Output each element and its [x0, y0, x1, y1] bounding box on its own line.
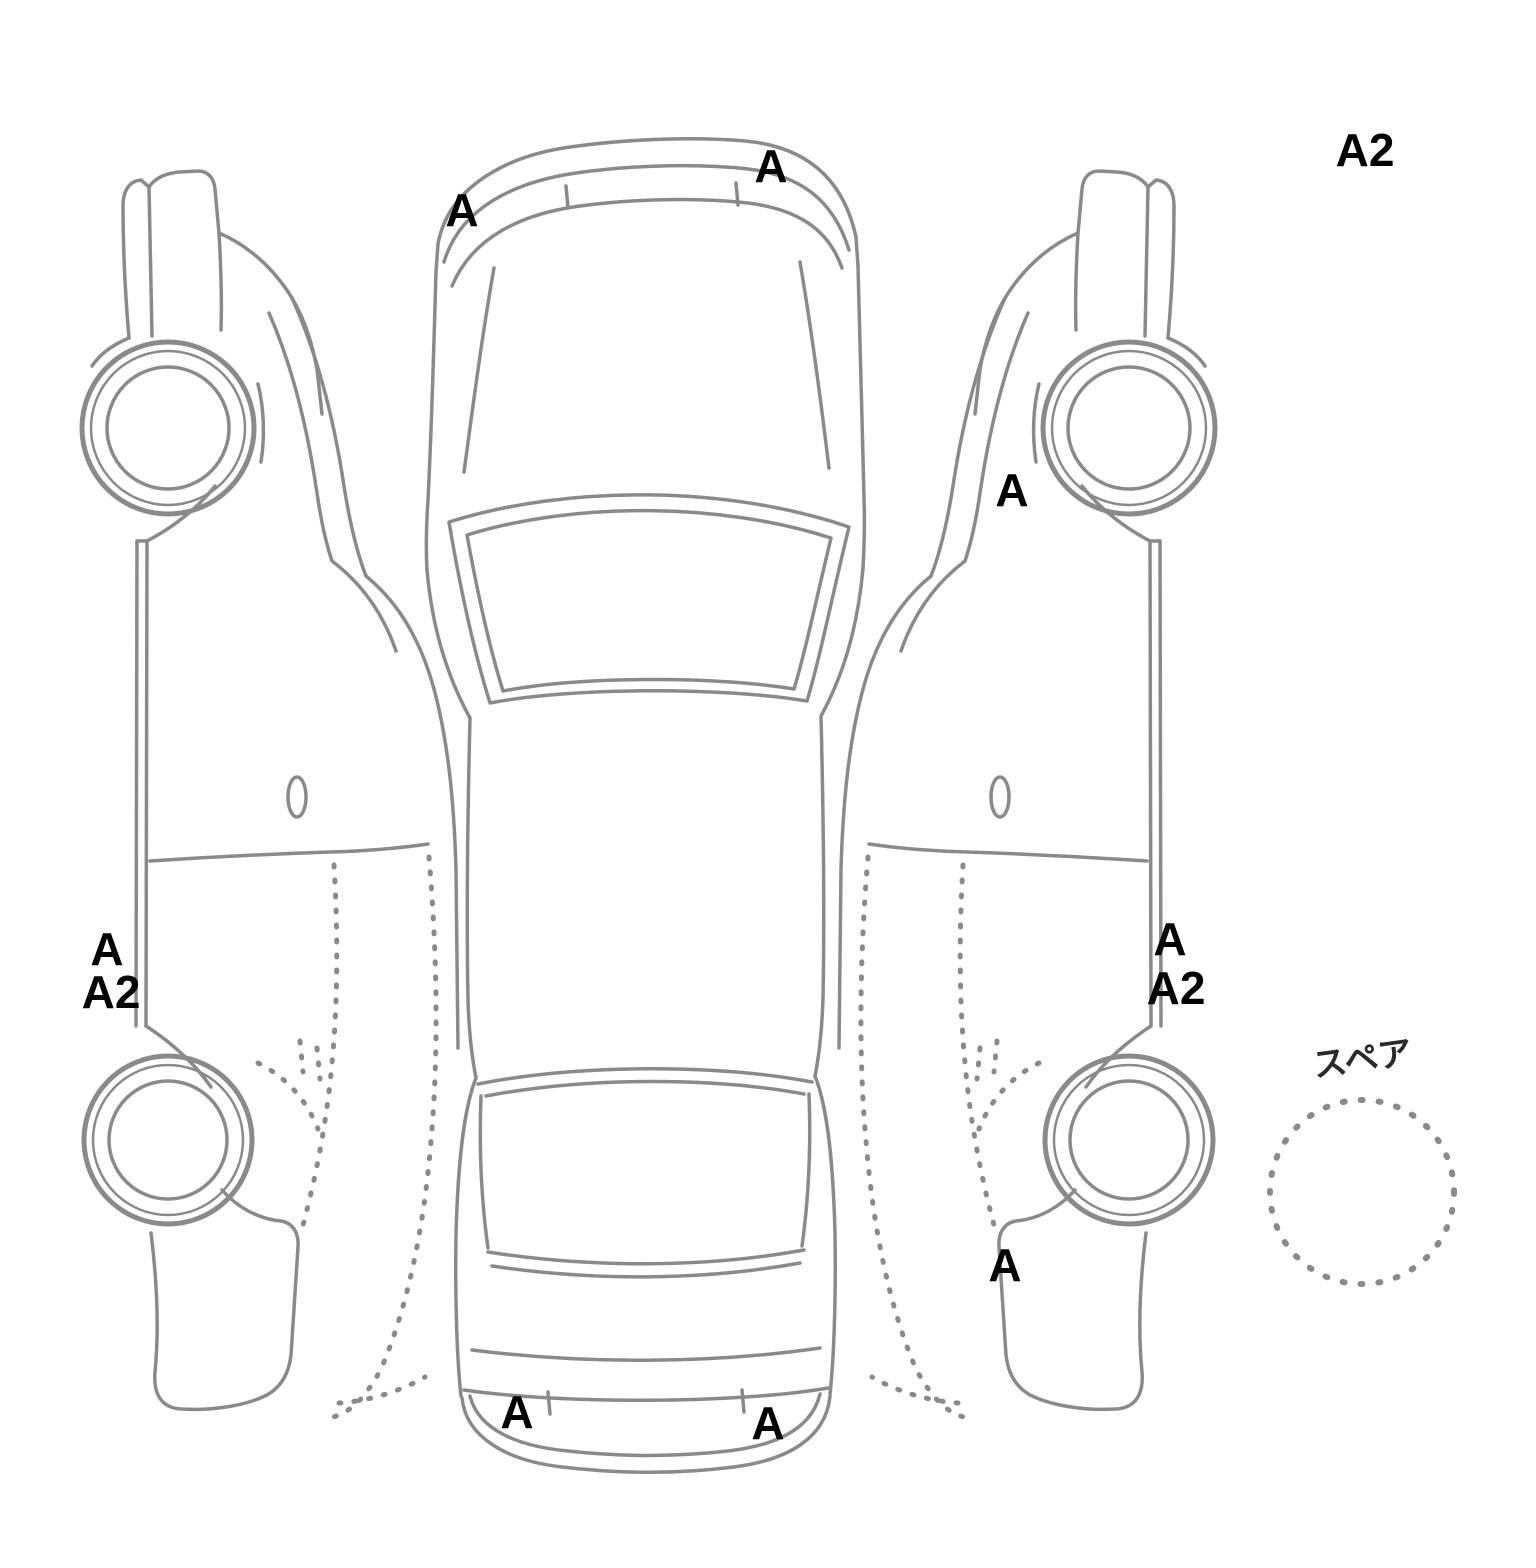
damage-marker-right-rear-quarter: A: [988, 1239, 1022, 1291]
car-left-side-view: [82, 171, 458, 1417]
front-bumper: [436, 137, 858, 246]
damage-marker-right-front-fender: A: [995, 464, 1029, 516]
rear-window: [478, 1094, 490, 1250]
car-top-view: [424, 137, 867, 1474]
damage-marker-right-rocker: A: [1153, 913, 1187, 965]
spare-tire-circle: [1267, 1097, 1457, 1287]
damage-marker-top-right: A2: [1335, 124, 1395, 176]
damage-marker-left-rocker: A: [90, 923, 124, 975]
damage-marker-front-bumper-left: A: [445, 184, 479, 236]
damage-marker-right-rocker-2: A2: [1146, 962, 1206, 1014]
car-right-side-view: [839, 171, 1215, 1417]
roof-right-edge: [813, 566, 865, 1078]
damage-marker-left-rocker-2: A2: [81, 966, 141, 1018]
hood-right-edge: [856, 264, 867, 570]
damage-marker-rear-bumper-left: A: [500, 1386, 534, 1438]
damage-marker-front-bumper-right: A: [754, 140, 788, 192]
windshield: [447, 493, 851, 705]
rear-bumper: [460, 1394, 832, 1474]
spare-tire: [1267, 1097, 1457, 1287]
hood-left-edge: [424, 270, 438, 572]
roof-left-edge: [425, 568, 478, 1080]
damage-marker-rear-bumper-right: A: [751, 1397, 785, 1449]
trunk-lid: [470, 1346, 822, 1363]
